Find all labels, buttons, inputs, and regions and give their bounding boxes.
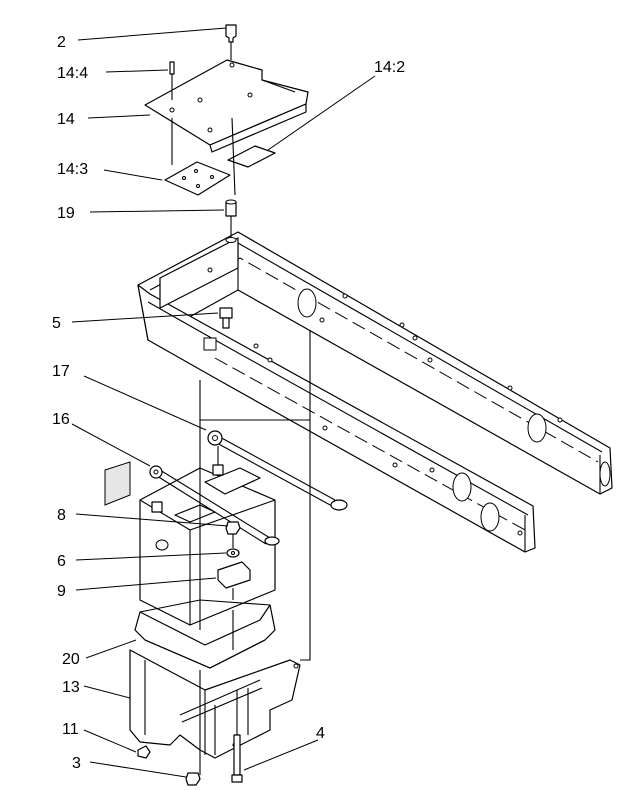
callout-3: 3 xyxy=(72,755,81,772)
callout-8: 8 xyxy=(57,507,66,524)
callout-19: 19 xyxy=(57,205,75,222)
frame-rails xyxy=(137,231,613,553)
cover-pad xyxy=(164,161,231,196)
battery-cable-negative xyxy=(149,465,280,546)
callout-5: 5 xyxy=(52,315,61,332)
callout-13: 13 xyxy=(62,679,80,696)
battery xyxy=(104,461,276,626)
callout-14: 14 xyxy=(57,111,75,128)
callout-4: 4 xyxy=(316,725,325,742)
callout-20: 20 xyxy=(62,651,80,668)
battery-bracket xyxy=(129,649,301,759)
assembly-guide-lines xyxy=(199,330,311,775)
bracket-nut xyxy=(185,772,201,786)
leader-lines xyxy=(71,27,376,778)
bracket-bolt xyxy=(231,734,243,783)
bracket-screw xyxy=(137,745,151,759)
spacer xyxy=(225,199,237,243)
callout-9: 9 xyxy=(57,583,66,600)
small-screw xyxy=(169,61,175,100)
frame-bolt xyxy=(219,307,233,329)
callout-6: 6 xyxy=(57,553,66,570)
callout-labels: 2 14:4 14:2 14 14:3 19 5 17 16 8 6 9 20 … xyxy=(52,34,405,772)
callout-2: 2 xyxy=(57,34,66,51)
callout-14-2: 14:2 xyxy=(374,59,405,76)
callout-11: 11 xyxy=(62,721,79,738)
callout-14-4: 14:4 xyxy=(57,65,88,82)
battery-cable-positive xyxy=(207,430,348,511)
knob-fastener xyxy=(225,24,237,60)
callout-16: 16 xyxy=(52,411,70,428)
callout-17: 17 xyxy=(52,363,70,380)
battery-cover-plate xyxy=(144,59,309,196)
battery-hold-down xyxy=(217,521,251,600)
callout-14-3: 14:3 xyxy=(57,161,88,178)
